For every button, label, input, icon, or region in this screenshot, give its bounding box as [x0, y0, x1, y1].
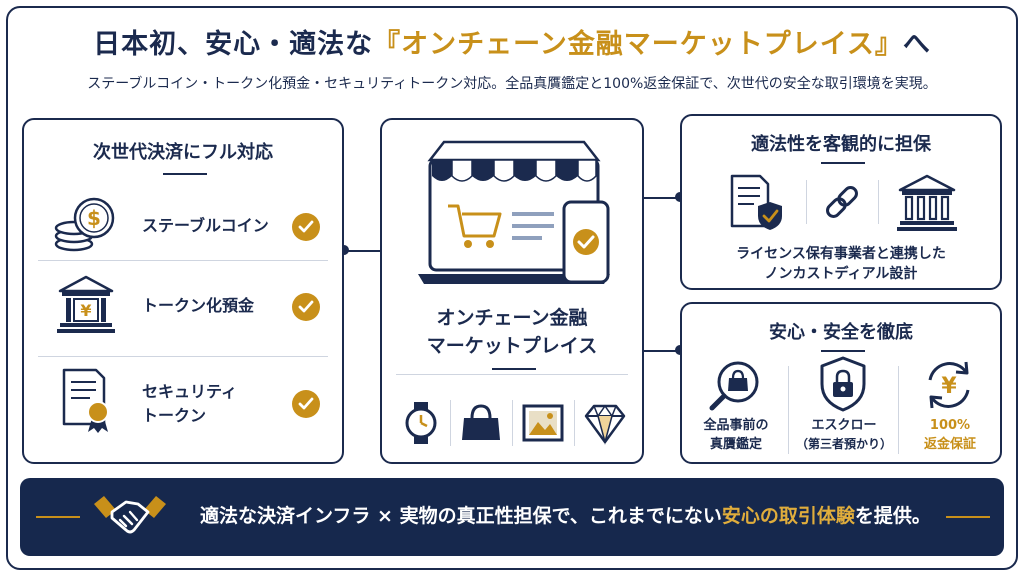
safety-divider: [788, 366, 789, 454]
picture-icon: [520, 400, 566, 446]
check-icon: [292, 293, 320, 321]
row-divider: [38, 356, 328, 357]
watch-icon: [398, 400, 444, 446]
check-icon: [292, 213, 320, 241]
compliance-panel-title: 適法性を客観的に担保: [751, 134, 931, 155]
payment-panel: 次世代決済にフル対応 $ ステーブルコイン: [22, 118, 344, 464]
banner-line-left: [36, 516, 80, 518]
marketplace-name: オンチェーン金融 マーケットプレイス: [426, 307, 598, 357]
item-divider: [450, 400, 451, 446]
shield-lock-icon: [818, 356, 868, 412]
inspect-bag-icon: [708, 358, 764, 412]
dollar-coins-icon: $: [52, 192, 120, 260]
icon-divider: [878, 180, 879, 224]
payment-row-label: トークン化預金: [142, 296, 255, 315]
payment-panel-divider: [163, 173, 207, 175]
diamond-icon: [582, 400, 628, 446]
title-highlight: 『オンチェーン金融マーケットプレイス』: [373, 29, 903, 60]
svg-text:$: $: [87, 206, 101, 230]
banner-text: 適法な決済インフラ × 実物の真正性担保で、これまでにない安心の取引体験を提供。: [200, 505, 931, 527]
certificate-icon: [52, 366, 120, 434]
payment-row-label: セキュリティ トークン: [142, 382, 238, 425]
icon-divider: [806, 180, 807, 224]
connector-dot-left: [339, 245, 349, 255]
safety-panel-title: 安心・安全を徹底: [769, 322, 913, 343]
document-shield-icon: [726, 172, 786, 232]
banner-highlight: 安心の取引体験: [721, 505, 855, 527]
compliance-text: ライセンス保有事業者と連携した ノンカストディアル設計: [736, 246, 946, 282]
payment-row-label: ステーブルコイン: [142, 216, 269, 235]
safety-label-escrow: エスクロー （第三者預かり）: [795, 418, 892, 451]
payment-row-deposit: ¥ トークン化預金: [24, 263, 342, 353]
connector-right-top: [644, 197, 680, 199]
payment-panel-title: 次世代決済にフル対応: [93, 142, 273, 163]
storefront-laptop-icon: [414, 140, 614, 290]
safety-panel-divider: [821, 350, 865, 352]
marketplace-divider: [492, 368, 536, 370]
handbag-icon: [458, 400, 504, 446]
banner-line-right: [946, 516, 990, 518]
marketplace-items-divider: [396, 374, 628, 375]
safety-divider: [898, 366, 899, 454]
check-icon: [292, 390, 320, 418]
marketplace-panel: オンチェーン金融 マーケットプレイス: [380, 118, 644, 464]
row-divider: [38, 260, 328, 261]
safety-label-authentication: 全品事前の 真贋鑑定: [703, 418, 769, 452]
item-divider: [512, 400, 513, 446]
link-chain-icon: [820, 180, 864, 224]
safety-label-refund: 100% 返金保証: [923, 418, 976, 452]
compliance-panel-divider: [821, 162, 865, 164]
connector-right-bottom: [644, 350, 680, 352]
safety-panel: 安心・安全を徹底 ¥ 全品事前の 真贋鑑定 エスクロー: [680, 302, 1002, 464]
payment-row-stablecoin: $ ステーブルコイン: [24, 182, 342, 272]
compliance-panel: 適法性を客観的に担保: [680, 114, 1002, 290]
outer-frame: [6, 6, 1018, 570]
payment-row-security-token: セキュリティ トークン: [24, 360, 342, 450]
page-title: 日本初、安心・適法な『オンチェーン金融マーケットプレイス』へ: [93, 29, 931, 60]
connector-left: [344, 250, 380, 252]
svg-text:¥: ¥: [941, 374, 957, 399]
handshake-icon: [90, 490, 170, 544]
bottom-banner: 適法な決済インフラ × 実物の真正性担保で、これまでにない安心の取引体験を提供。: [20, 478, 1004, 556]
yen-refund-icon: ¥: [922, 358, 976, 412]
page-subtitle: ステーブルコイン・トークン化預金・セキュリティトークン対応。全品真贋鑑定と100…: [87, 76, 937, 92]
yen-bank-icon: ¥: [52, 271, 120, 339]
svg-text:¥: ¥: [80, 301, 91, 320]
item-divider: [574, 400, 575, 446]
institution-icon: [896, 172, 958, 232]
